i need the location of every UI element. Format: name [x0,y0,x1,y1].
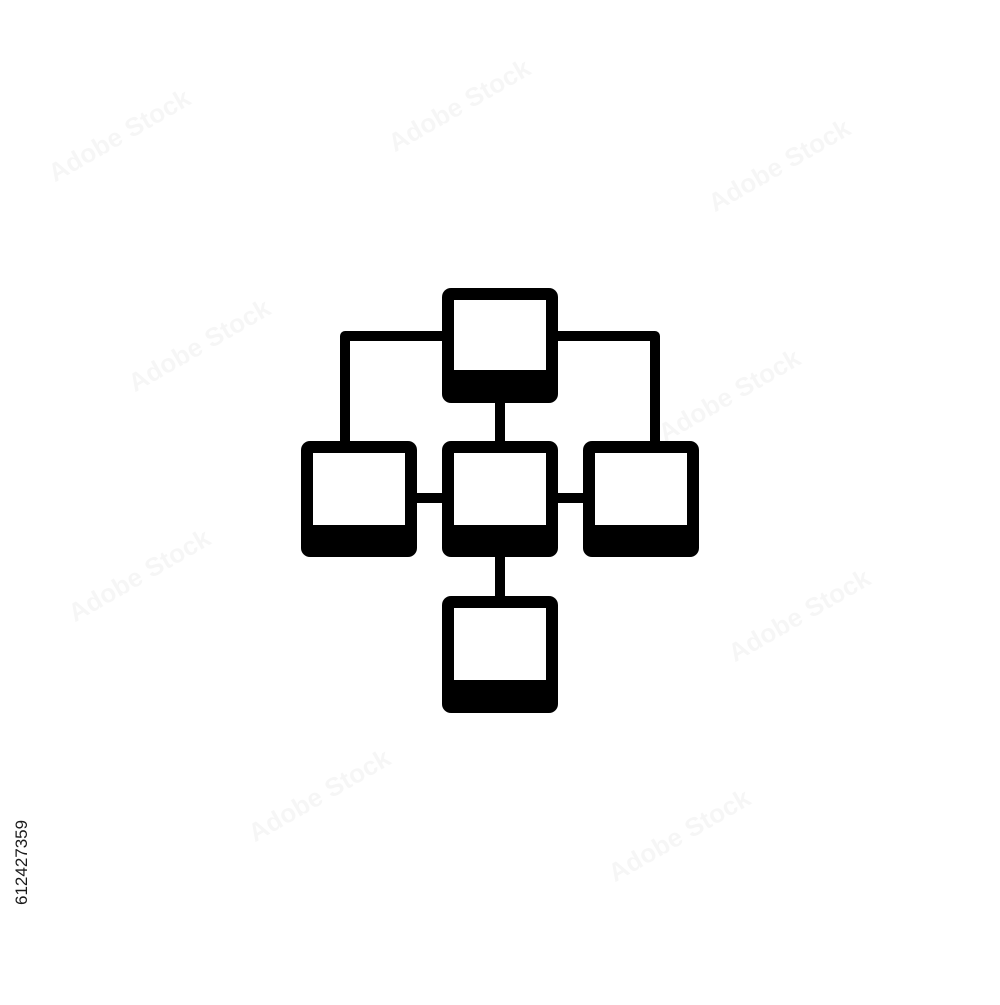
node-right [583,441,699,557]
stock-id-label: 612427359 [12,819,31,905]
node-left [301,441,417,557]
connector-line [553,331,660,445]
connector-line [340,331,447,445]
node-center [442,441,558,557]
node-bottom [442,596,558,713]
node-top [442,288,558,403]
